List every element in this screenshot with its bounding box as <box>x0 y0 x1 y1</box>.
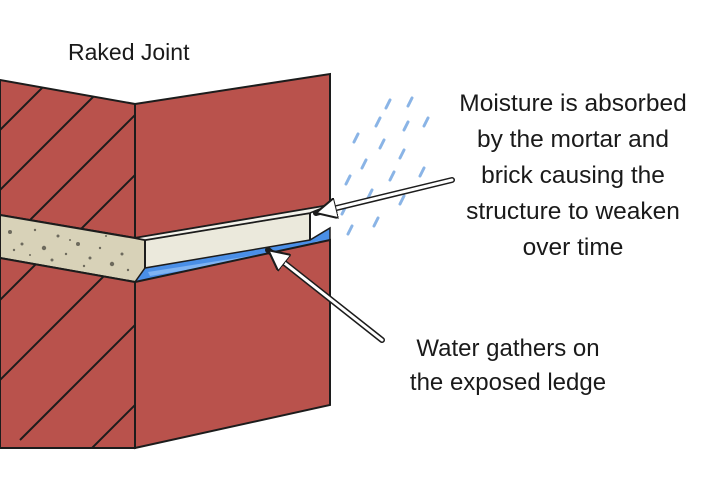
lower-right-brick-face <box>134 238 331 450</box>
rain-drop-icon <box>360 158 368 170</box>
moisture-arrow <box>313 177 455 213</box>
water-annotation-line: Water gathers on <box>416 335 600 362</box>
arrow-icon <box>318 178 454 213</box>
rain-drop-icon <box>374 116 382 128</box>
moisture-annotation-line: structure to weaken <box>466 198 680 225</box>
rain-drop-icon <box>384 98 392 110</box>
arrow-icon <box>270 252 384 342</box>
moisture-annotation: Moisture is absorbed by the mortar and b… <box>428 86 718 266</box>
moisture-annotation-line: Moisture is absorbed <box>459 90 687 117</box>
diagram-title: Raked Joint <box>68 39 190 65</box>
rain-drop-icon <box>402 120 410 132</box>
rain-drop-icon <box>372 216 380 228</box>
rain-drop-icon <box>352 132 360 144</box>
water-arrow <box>265 247 385 343</box>
moisture-annotation-line: over time <box>522 234 624 261</box>
water-shine <box>148 240 320 276</box>
moisture-annotation-line: brick causing the <box>481 162 665 189</box>
rain-drop-icon <box>388 170 396 182</box>
rain-drop-icon <box>398 148 406 160</box>
rain-drop-icon <box>366 188 374 200</box>
rain-drop-icon <box>398 194 406 206</box>
rain-drop-icon <box>418 166 426 178</box>
rain-drop-icon <box>422 116 430 128</box>
rain-drop-icon <box>346 224 354 236</box>
water-annotation-line: the exposed ledge <box>409 369 607 396</box>
rain-drop-icon <box>378 138 386 150</box>
water-annotation: Water gathers on the exposed ledge <box>388 332 628 400</box>
rain-drop-icon <box>406 96 414 108</box>
moisture-annotation-line: by the mortar and <box>476 126 670 153</box>
rain-drop-icon <box>344 174 352 186</box>
rain-drops <box>340 96 430 236</box>
recess-top-ledge <box>134 204 331 241</box>
